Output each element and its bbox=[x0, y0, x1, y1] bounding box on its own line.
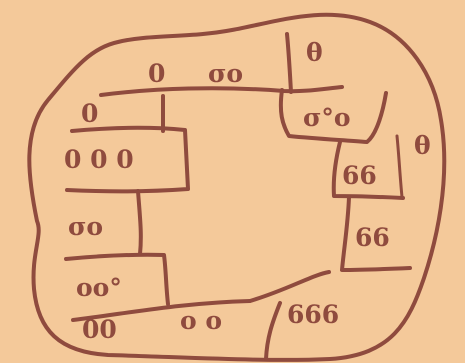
symbol-6: 0 0 0 bbox=[64, 145, 134, 174]
symbol-4: 0 bbox=[81, 99, 98, 128]
symbol-11: οο° bbox=[76, 273, 122, 302]
symbol-2: σο bbox=[208, 59, 243, 88]
symbol-8: 66 bbox=[342, 161, 377, 190]
symbol-13: 00 bbox=[82, 315, 117, 344]
symbol-10: 66 bbox=[355, 223, 390, 252]
symbol-5: σ°ο bbox=[303, 103, 351, 132]
symbol-3: θ bbox=[306, 38, 323, 67]
symbol-1: 0 bbox=[148, 59, 165, 88]
symbol-9: σο bbox=[68, 212, 103, 241]
symbol-7: θ bbox=[414, 131, 431, 160]
symbol-14: ο ο bbox=[180, 306, 222, 335]
symbol-12: 666 bbox=[287, 300, 339, 329]
